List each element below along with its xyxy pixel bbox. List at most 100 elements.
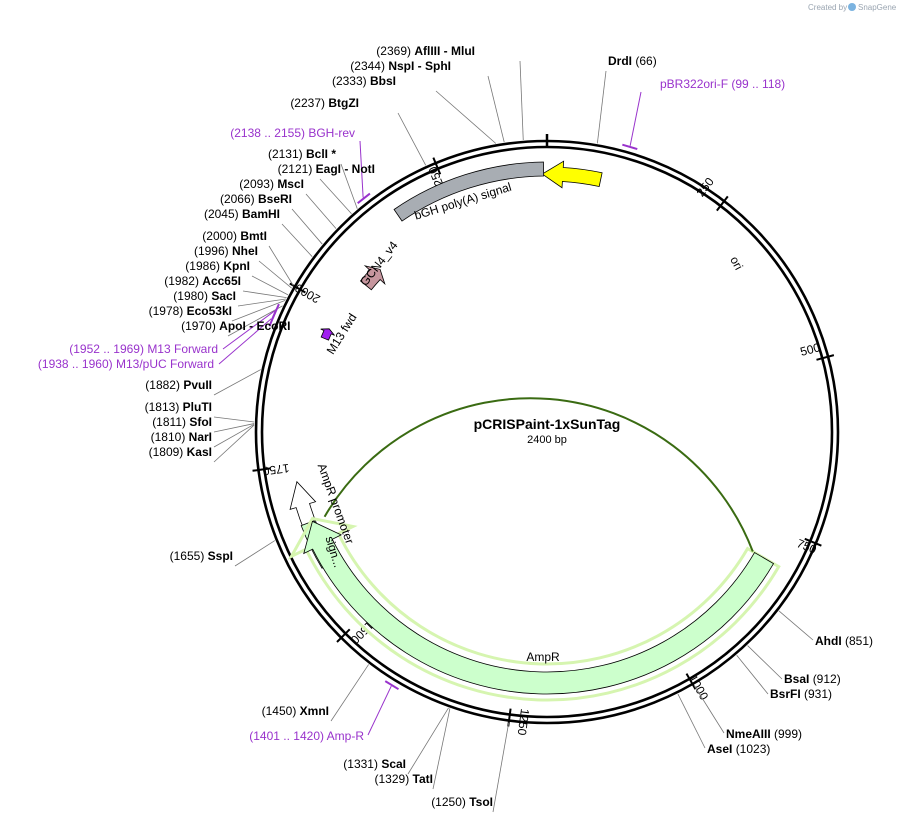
site-name: AseI <box>707 742 736 756</box>
site-name: NheI <box>232 244 258 258</box>
site-label[interactable]: (2333) BbsI <box>332 74 396 88</box>
feature-ori[interactable] <box>541 160 603 189</box>
tick-label: 500 <box>799 340 822 359</box>
tick-mark <box>252 467 271 472</box>
site-label[interactable]: (1450) XmnI <box>262 704 329 718</box>
feature-m13-fwd[interactable] <box>320 328 335 341</box>
site-position: (1655) <box>170 549 208 563</box>
leader-line <box>736 655 769 695</box>
site-label[interactable]: (1970) ApoI - EcoRI <box>181 319 290 333</box>
site-label[interactable]: (2369) AflIII - MluI <box>376 44 475 58</box>
site-extra: - SphI <box>414 59 451 73</box>
primer-bar <box>357 192 371 204</box>
site-label[interactable]: (1250) TsoI <box>431 795 493 809</box>
site-position: (931) <box>804 687 832 701</box>
leader-line <box>340 163 358 209</box>
site-name: AhdI <box>815 634 845 648</box>
site-label[interactable]: AseI (1023) <box>707 742 770 756</box>
feature-ampr[interactable] <box>303 520 775 695</box>
leader-line <box>487 75 505 143</box>
site-label[interactable]: (1810) NarI <box>151 430 212 444</box>
site-extra: - EcoRI <box>246 319 291 333</box>
site-name: MscI <box>277 177 304 191</box>
primer-label[interactable]: pBR322ori-F (99 .. 118) <box>660 77 785 91</box>
leader-line <box>213 423 255 433</box>
site-name: AflIII <box>414 44 440 58</box>
site-position: (1970) <box>181 319 219 333</box>
site-position: (2121) <box>278 162 316 176</box>
site-label[interactable]: AhdI (851) <box>815 634 873 648</box>
site-label[interactable]: BsaI (912) <box>784 672 841 686</box>
site-label[interactable]: (2131) BclI * <box>268 147 336 161</box>
leader-line <box>407 707 449 775</box>
site-position: (1882) <box>145 378 183 392</box>
feature-gcn4-v4[interactable] <box>359 265 386 291</box>
site-position: (1331) <box>343 757 381 771</box>
primer-bar <box>622 143 638 151</box>
primer-leader <box>359 140 364 198</box>
leader-line <box>291 208 323 245</box>
leader-line <box>258 260 292 289</box>
primer-label[interactable]: (1938 .. 1960) M13/pUC Forward <box>38 357 214 371</box>
site-position: (999) <box>774 727 802 741</box>
site-name: KpnI <box>223 259 250 273</box>
site-label[interactable]: (1813) PluTI <box>145 400 212 414</box>
site-label[interactable]: (1986) KpnI <box>185 259 250 273</box>
site-label[interactable]: (1996) NheI <box>194 244 258 258</box>
primer-label[interactable]: (2138 .. 2155) BGH-rev <box>230 126 355 140</box>
primer-bar <box>268 311 277 327</box>
site-label[interactable]: (2237) BtgZI <box>290 96 359 110</box>
tick-label: 1000 <box>686 672 712 702</box>
site-label[interactable]: (2045) BamHI <box>204 207 280 221</box>
primer-name: BGH-rev <box>308 126 355 140</box>
primer-name: M13 Forward <box>147 342 218 356</box>
feature-bgh-poly-a-signal[interactable] <box>393 161 545 222</box>
site-extra: - NotI <box>341 162 375 176</box>
site-label[interactable]: (1655) SspI <box>170 549 233 563</box>
primer-name: M13/pUC Forward <box>116 357 214 371</box>
site-name: EagI <box>316 162 341 176</box>
site-label[interactable]: (1331) ScaI <box>343 757 406 771</box>
site-label[interactable]: DrdI (66) <box>608 54 657 68</box>
site-label[interactable]: (1329) TatI <box>375 772 433 786</box>
site-label[interactable]: (2000) BmtI <box>202 229 267 243</box>
site-label[interactable]: (2093) MscI <box>239 177 304 191</box>
primer-leader <box>218 318 272 365</box>
ampr-orf-line <box>323 397 754 552</box>
site-label[interactable]: (1980) SacI <box>173 289 236 303</box>
site-label[interactable]: (2121) EagI - NotI <box>278 162 375 176</box>
site-position: (1813) <box>145 400 183 414</box>
leader-line <box>242 290 287 299</box>
site-name: ScaI <box>381 757 406 771</box>
tick-label: 1250 <box>515 708 532 737</box>
primer-label[interactable]: (1401 .. 1420) Amp-R <box>249 729 364 743</box>
site-position: (2131) <box>268 147 306 161</box>
site-name: XmnI <box>300 704 329 718</box>
primer-label[interactable]: (1952 .. 1969) M13 Forward <box>69 342 218 356</box>
site-name: BbsI <box>370 74 396 88</box>
site-label[interactable]: (2066) BseRI <box>220 192 292 206</box>
snapgene-logo-icon <box>848 3 856 11</box>
site-position: (912) <box>813 672 841 686</box>
leader-line <box>677 693 706 749</box>
tick-mark <box>716 195 729 212</box>
site-label[interactable]: (1982) Acc65I <box>164 274 241 288</box>
primer-bar <box>384 680 400 691</box>
leader-line <box>234 540 276 567</box>
site-label[interactable]: (1882) PvuII <box>145 378 212 392</box>
site-label[interactable]: BsrFI (931) <box>770 687 832 701</box>
site-label[interactable]: (1811) SfoI <box>152 415 212 429</box>
site-label[interactable]: (2344) NspI - SphI <box>350 59 451 73</box>
site-position: (2333) <box>332 74 370 88</box>
site-name: PluTI <box>183 400 212 414</box>
site-label[interactable]: (1809) KasI <box>149 445 212 459</box>
plasmid-name: pCRISPaint-1xSunTag <box>474 416 621 432</box>
site-label[interactable]: NmeAIII (999) <box>726 727 802 741</box>
site-label[interactable]: (1978) Eco53kI <box>149 304 232 318</box>
tick-mark <box>289 282 306 294</box>
site-position: (1982) <box>164 274 202 288</box>
site-name: PvuII <box>183 378 212 392</box>
site-position: (1986) <box>185 259 223 273</box>
site-position: (1811) <box>152 415 189 429</box>
plasmid-length: 2400 bp <box>527 434 567 446</box>
